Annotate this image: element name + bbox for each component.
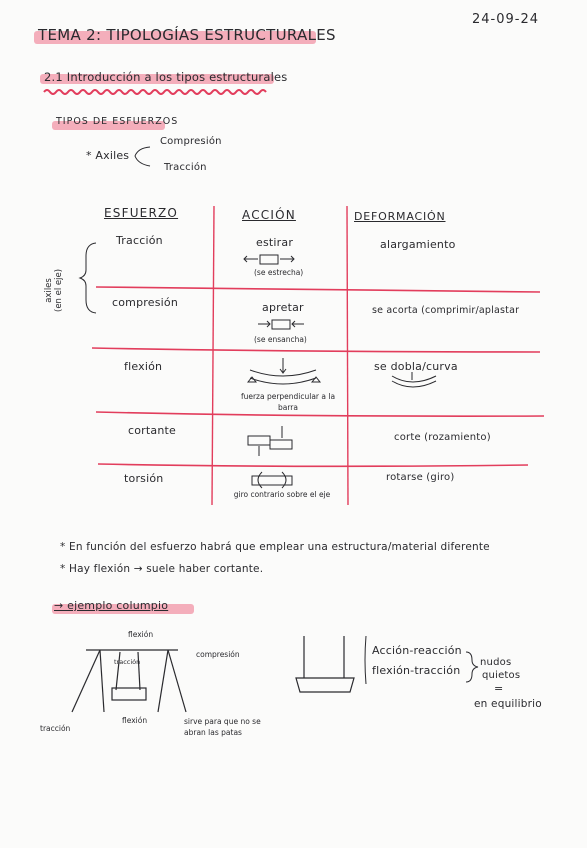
row-torsion-esfuerzo: torsión	[124, 472, 164, 485]
label-sirve: sirve para que no se abran las patas	[184, 717, 261, 737]
bent-beam-icon	[391, 372, 437, 388]
label-flexion-bottom: flexión	[122, 716, 148, 725]
axiles-option-traccion: Tracción	[164, 162, 207, 173]
right-equilibrio: en equilibrio	[474, 698, 542, 710]
header-esfuerzo: ESFUERZO	[104, 206, 179, 220]
row-flexion-note: fuerza perpendicular a la barra	[240, 392, 336, 412]
swing-side-icon	[295, 636, 355, 693]
section-title: 2.1 Introducción a los tipos estructural…	[44, 70, 288, 84]
axiles-side-brace	[78, 242, 97, 314]
side-label-line2: (en el eje)	[54, 268, 64, 312]
row-traccion-accion: estirar	[256, 236, 294, 249]
page-title: TEMA 2: TIPOLOGÍAS ESTRUCTURALES	[38, 26, 336, 44]
right-line2: flexión-tracción	[372, 664, 461, 677]
header-deformacion: DEFORMACIÓN	[354, 210, 446, 223]
date: 24-09-24	[471, 12, 539, 27]
row-torsion-note: giro contrario sobre el eje	[233, 490, 331, 499]
right-equals: =	[494, 682, 504, 695]
table-hline-4	[97, 463, 529, 468]
example-highlight	[52, 604, 194, 614]
note-2: * Hay flexión → suele haber cortante.	[60, 563, 264, 575]
table-vline-1	[211, 205, 215, 506]
section-highlight	[40, 74, 274, 84]
label-flexion-top: flexión	[128, 630, 154, 639]
row-traccion-deformacion: alargamiento	[380, 238, 456, 251]
traction-diagram-icon	[243, 254, 295, 265]
result-brace	[465, 651, 479, 683]
axiles-option-compresion: Compresión	[160, 136, 222, 147]
torsion-diagram-icon	[251, 471, 293, 489]
row-cortante-deformacion: corte (rozamiento)	[394, 432, 491, 443]
table-vline-2	[346, 205, 349, 506]
flexion-diagram-icon	[246, 358, 322, 385]
row-torsion-deformacion: rotarse (giro)	[386, 472, 455, 483]
label-compresion: compresión	[196, 650, 240, 659]
compression-diagram-icon	[258, 319, 304, 330]
note-1: * En función del esfuerzo habrá que empl…	[60, 541, 490, 553]
right-bracket	[364, 635, 367, 685]
table-hline-2	[91, 347, 541, 353]
row-compresion-esfuerzo: compresión	[112, 296, 179, 309]
header-accion: ACCIÓN	[242, 208, 296, 222]
example-heading: → ejemplo columpio	[54, 599, 169, 612]
row-flexion-deformacion: se dobla/curva	[374, 360, 458, 373]
label-traccion-left: tracción	[40, 724, 71, 733]
row-flexion-esfuerzo: flexión	[124, 360, 163, 373]
side-label-axiles: axiles (en el eje)	[44, 269, 64, 312]
label-traccion-inner: tracción	[114, 658, 141, 666]
right-line1: Acción-reacción	[372, 644, 462, 657]
side-label-line1: axiles	[44, 278, 54, 303]
row-traccion-esfuerzo: Tracción	[116, 234, 163, 247]
row-traccion-note: (se estrecha)	[254, 268, 304, 277]
row-compresion-note: (se ensancha)	[254, 335, 307, 344]
shear-diagram-icon	[247, 426, 293, 456]
subheading-highlight	[52, 121, 165, 130]
row-compresion-deformacion: se acorta (comprimir/aplastar	[372, 305, 520, 316]
wavy-underline	[43, 89, 267, 95]
title-highlight	[34, 31, 316, 44]
row-compresion-accion: apretar	[262, 301, 304, 314]
swing-structure-icon	[71, 649, 187, 713]
table-hline-3	[95, 411, 545, 417]
axiles-brace	[134, 146, 151, 167]
axiles-label: * Axiles	[86, 149, 130, 162]
row-cortante-esfuerzo: cortante	[128, 424, 177, 437]
table-hline-1	[95, 286, 541, 293]
right-result-line1: nudos	[480, 657, 512, 668]
right-result-line2: quietos	[482, 670, 521, 681]
subheading: TIPOS DE ESFUERZOS	[56, 116, 179, 127]
